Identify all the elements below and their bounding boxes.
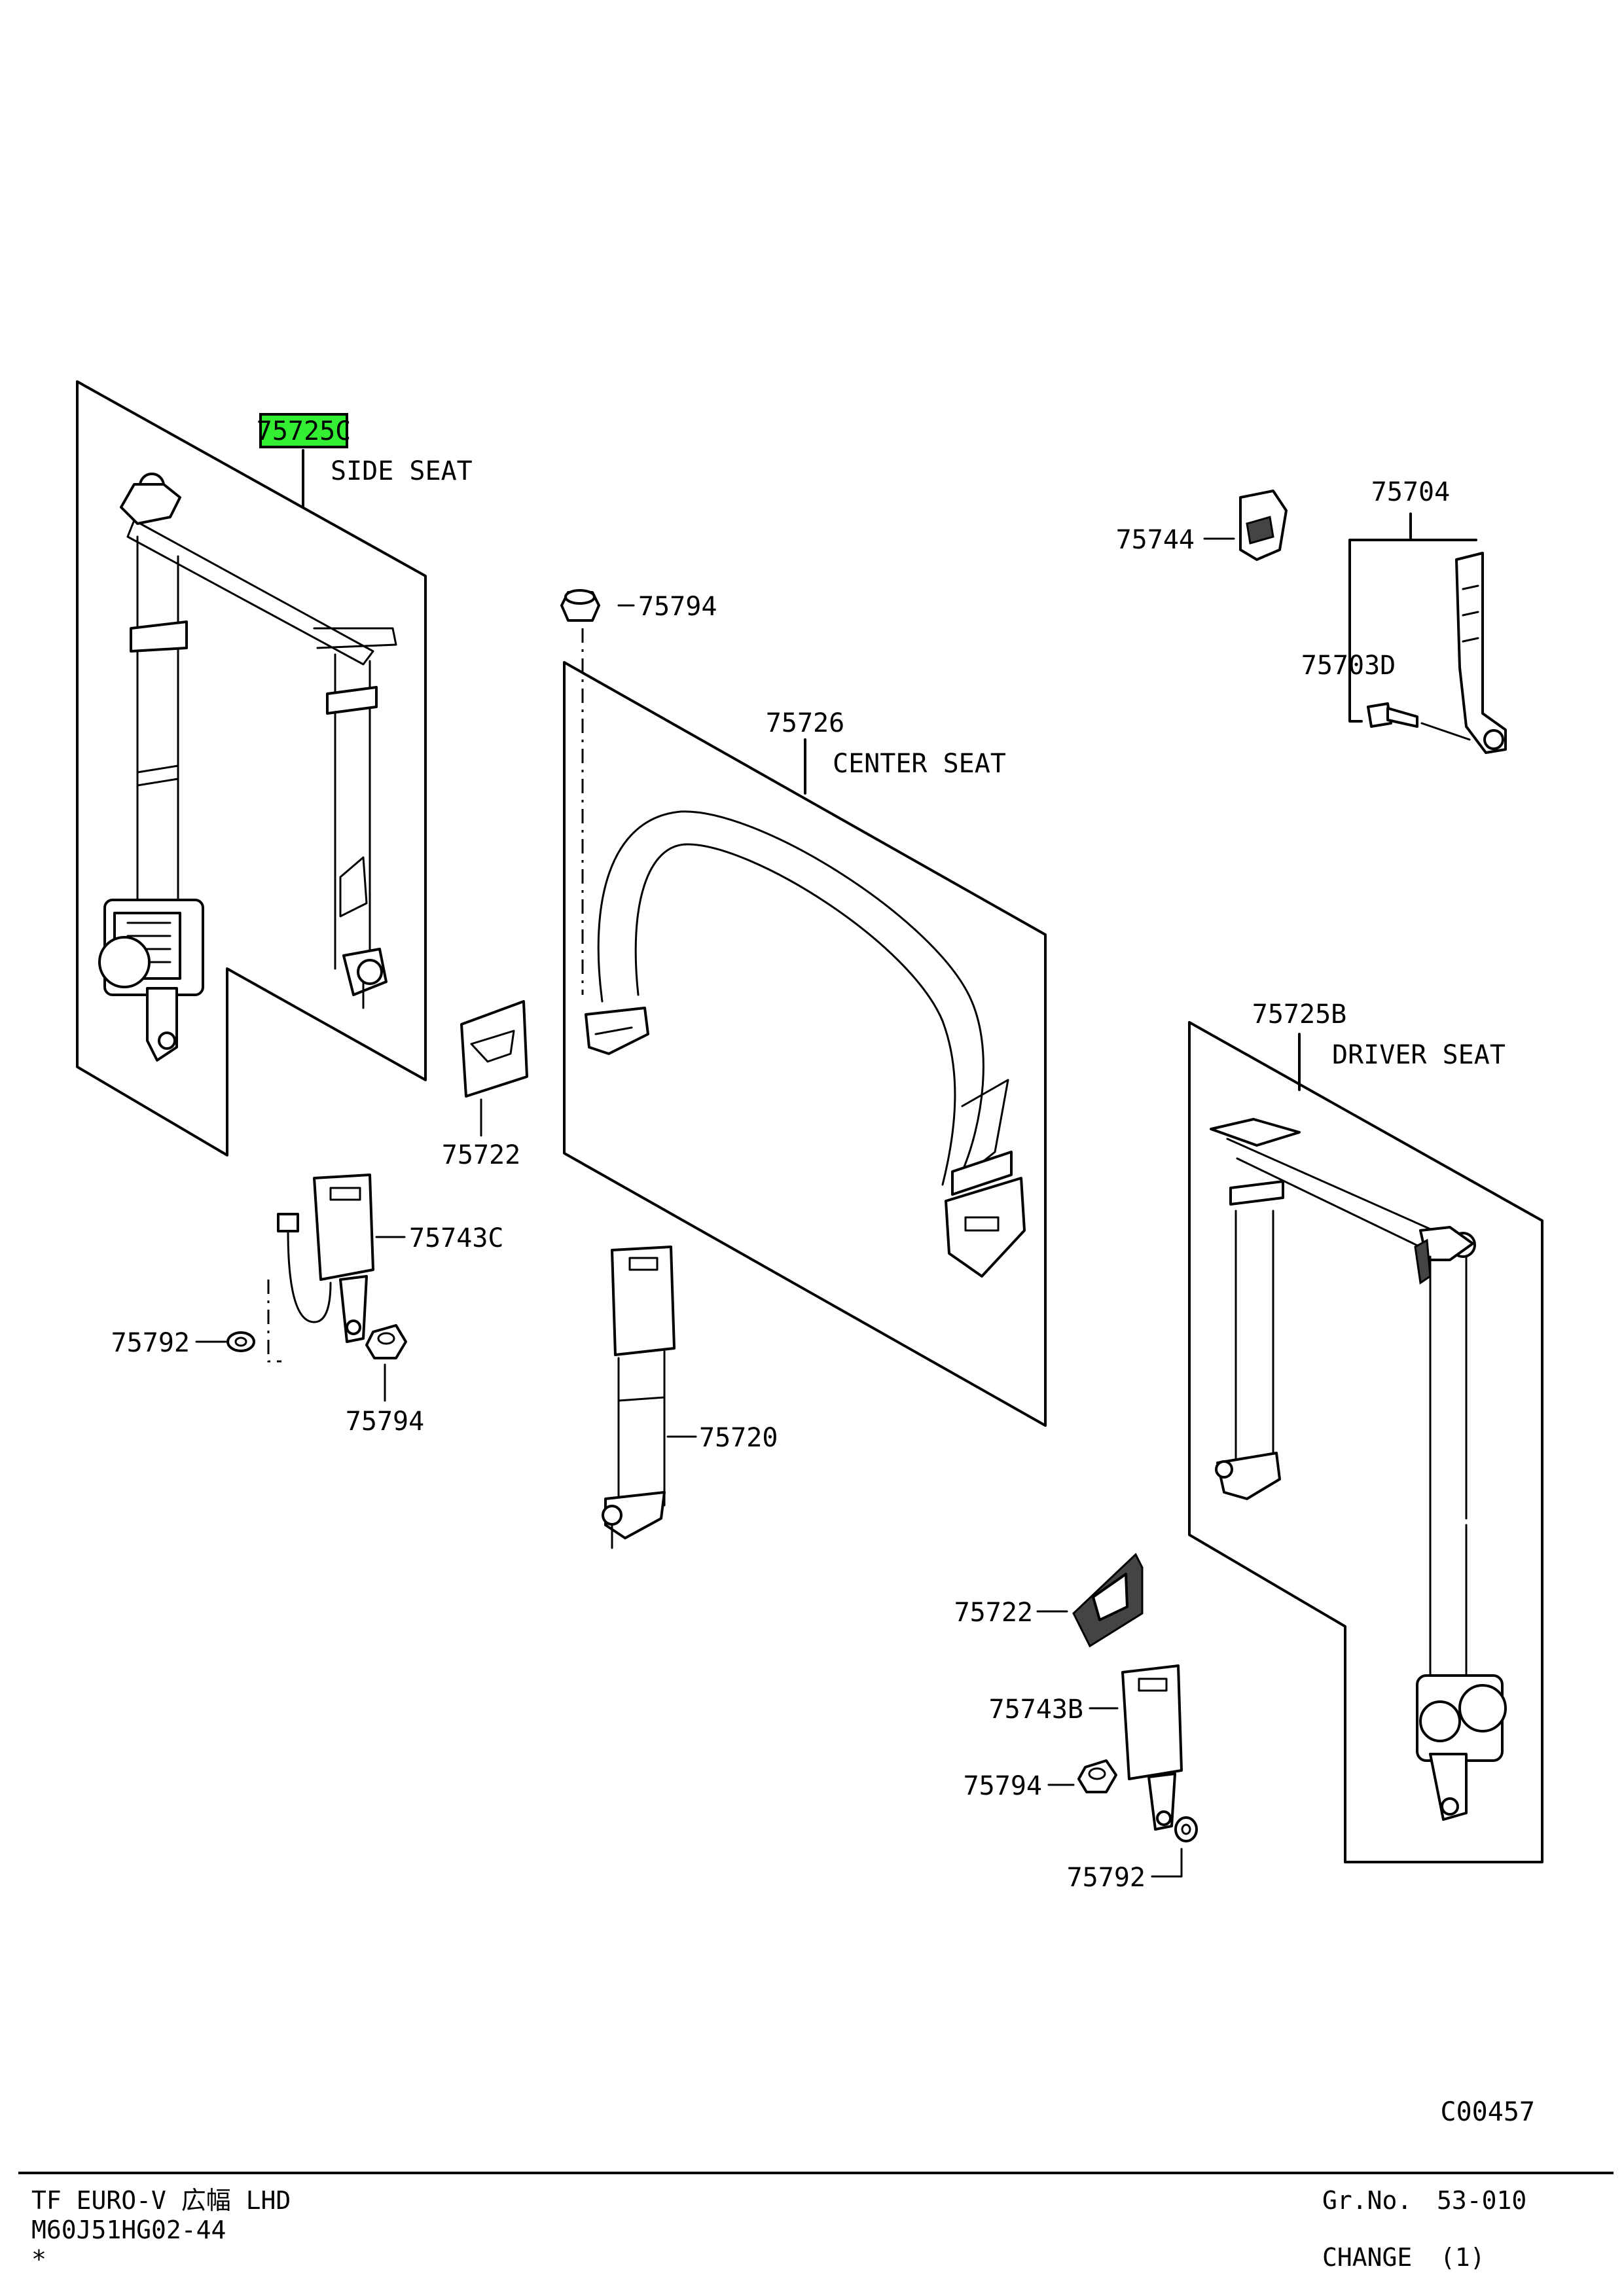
footer-code: M60J51HG02-44 bbox=[31, 2215, 226, 2244]
center-buckle: 75720 bbox=[602, 1246, 778, 1549]
center-seat-label: CENTER SEAT bbox=[833, 749, 1006, 779]
figure-code: C00457 bbox=[1441, 2097, 1536, 2127]
center-part-number[interactable]: 75726 bbox=[766, 708, 844, 738]
center-seat-panel: 75726 CENTER SEAT bbox=[563, 628, 1047, 1427]
top-nut: 75794 bbox=[560, 589, 717, 622]
washer-left-label: 75792 bbox=[111, 1328, 190, 1358]
change-value: (1) bbox=[1440, 2243, 1485, 2272]
change-label: CHANGE bbox=[1322, 2243, 1412, 2272]
cover-right-label: 75722 bbox=[954, 1598, 1033, 1628]
cover-left-label: 75722 bbox=[442, 1140, 520, 1170]
group-number-value: 53-010 bbox=[1437, 2186, 1526, 2215]
cover-right: 75722 bbox=[954, 1552, 1144, 1648]
side-seat-label: SIDE SEAT bbox=[331, 456, 473, 486]
buckle-left-label: 75743C bbox=[409, 1223, 504, 1253]
side-seat-part-number[interactable]: 75725C bbox=[257, 416, 352, 446]
washer-right-label: 75792 bbox=[1067, 1863, 1146, 1893]
driver-part-number[interactable]: 75725B bbox=[1252, 999, 1347, 1030]
cover-left: 75722 bbox=[442, 1000, 528, 1170]
footer-mark: * bbox=[31, 2245, 46, 2274]
center-buckle-label: 75720 bbox=[699, 1423, 778, 1453]
group-number-label: Gr.No. bbox=[1322, 2186, 1412, 2215]
anchor-assy-label[interactable]: 75704 bbox=[1371, 477, 1450, 507]
top-nut-label: 75794 bbox=[638, 592, 717, 622]
buckle-right: 75743B 75794 75792 bbox=[964, 1664, 1198, 1893]
driver-seat-panel: 75725B DRIVER SEAT bbox=[1188, 999, 1543, 1863]
driver-seat-label: DRIVER SEAT bbox=[1332, 1040, 1506, 1070]
anchor-bolt-label: 75703D bbox=[1301, 651, 1396, 681]
clip-label: 75744 bbox=[1116, 525, 1195, 555]
nut-right-label: 75794 bbox=[964, 1771, 1042, 1801]
side-seat-panel: 75725C SIDE SEAT bbox=[76, 380, 473, 1157]
buckle-right-label: 75743B bbox=[989, 1695, 1084, 1725]
nut-left-label: 75794 bbox=[346, 1407, 424, 1437]
anchor-group: 75744 75704 75703D bbox=[1116, 477, 1507, 754]
buckle-left: 75743C 75792 75794 bbox=[111, 1174, 504, 1437]
footer-model: TF EURO-V 広幅 LHD bbox=[31, 2186, 291, 2215]
